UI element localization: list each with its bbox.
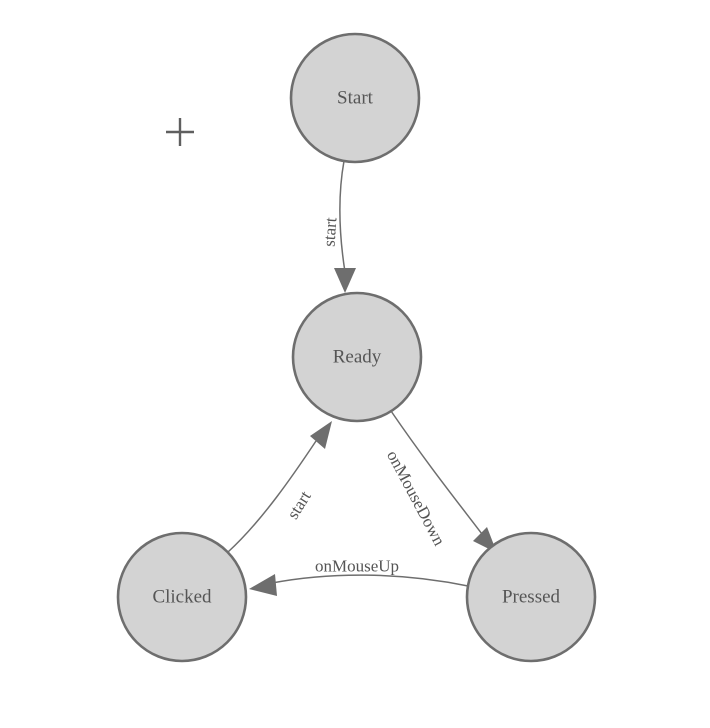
node-shape — [465, 531, 597, 663]
node-ready[interactable]: Ready — [291, 291, 423, 423]
node-label-start: Start — [337, 88, 374, 109]
node-clicked[interactable]: Clicked — [116, 531, 248, 663]
edge-label-start-to-ready: start — [320, 216, 341, 247]
edge-pressed-to-clicked[interactable]: onMouseUp — [249, 557, 469, 597]
edge-label-ready-to-pressed: onMouseDown — [383, 447, 449, 549]
edge-clicked-to-ready[interactable]: start — [227, 421, 332, 553]
node-shape — [289, 32, 421, 164]
node-shape — [116, 531, 248, 663]
plus-marker-icon[interactable] — [166, 118, 194, 146]
node-shape — [291, 291, 423, 423]
arrow-head-icon — [310, 421, 332, 449]
edge-label-clicked-to-ready: start — [283, 487, 315, 522]
node-start[interactable]: Start — [289, 32, 421, 164]
edge-ready-to-pressed[interactable]: onMouseDown — [383, 410, 497, 553]
node-label-ready: Ready — [333, 347, 382, 368]
node-pressed[interactable]: Pressed — [465, 531, 597, 663]
edge-line — [271, 574, 469, 587]
node-label-pressed: Pressed — [502, 587, 561, 608]
arrow-head-icon — [334, 268, 356, 293]
edge-line — [227, 440, 317, 553]
edge-label-pressed-to-clicked: onMouseUp — [315, 557, 399, 576]
edge-line — [339, 160, 346, 273]
node-label-clicked: Clicked — [152, 587, 212, 608]
arrow-head-icon — [249, 574, 277, 596]
edge-start-to-ready[interactable]: start — [320, 160, 356, 293]
edge-line — [390, 410, 483, 535]
